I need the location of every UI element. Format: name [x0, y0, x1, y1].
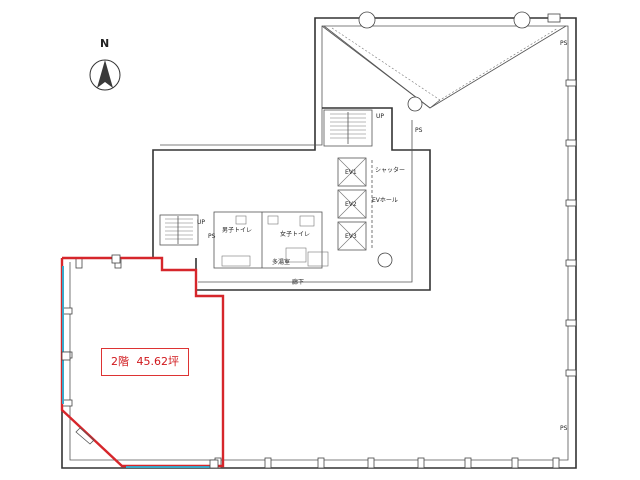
lower-stair: UP [159, 214, 205, 246]
upper-stair: UP [323, 109, 384, 147]
ps-label-top-right: PS [560, 40, 568, 47]
stair-up-label-lower: UP [197, 219, 205, 226]
tenant-area [60, 254, 225, 469]
compass: N [89, 37, 121, 91]
ev2-label: EV2 [345, 201, 357, 208]
ps-label-bottom-right: PS [560, 425, 568, 432]
area-label: 2階 45.62坪 [101, 348, 189, 376]
corridor-label: 廊下 [292, 278, 304, 286]
compass-arrow-icon [97, 60, 113, 88]
ev-hall-label: EVホール [372, 197, 398, 204]
womens-toilet-label: 女子トイレ [280, 230, 310, 238]
toilet-block: 男子トイレ 女子トイレ 多湯室 [213, 211, 329, 269]
ev3-label: EV3 [345, 233, 357, 240]
columns [61, 11, 577, 469]
ps-label-bottom-left: PS [208, 233, 216, 240]
elevators: EV1 EV2 EV3 シャッター EVホール [337, 157, 405, 251]
ev1-label: EV1 [345, 169, 357, 176]
mop-room-label: 多湯室 [272, 258, 290, 266]
floor-label: 2階 [111, 355, 129, 368]
ps-label-middle: PS [415, 127, 423, 134]
mens-toilet-label: 男子トイレ [222, 227, 252, 234]
building-outline [61, 17, 577, 469]
stair-up-label: UP [376, 113, 384, 120]
compass-label: N [100, 37, 109, 50]
area-size: 45.62坪 [136, 355, 180, 368]
shutter-label: シャッター [375, 166, 405, 174]
